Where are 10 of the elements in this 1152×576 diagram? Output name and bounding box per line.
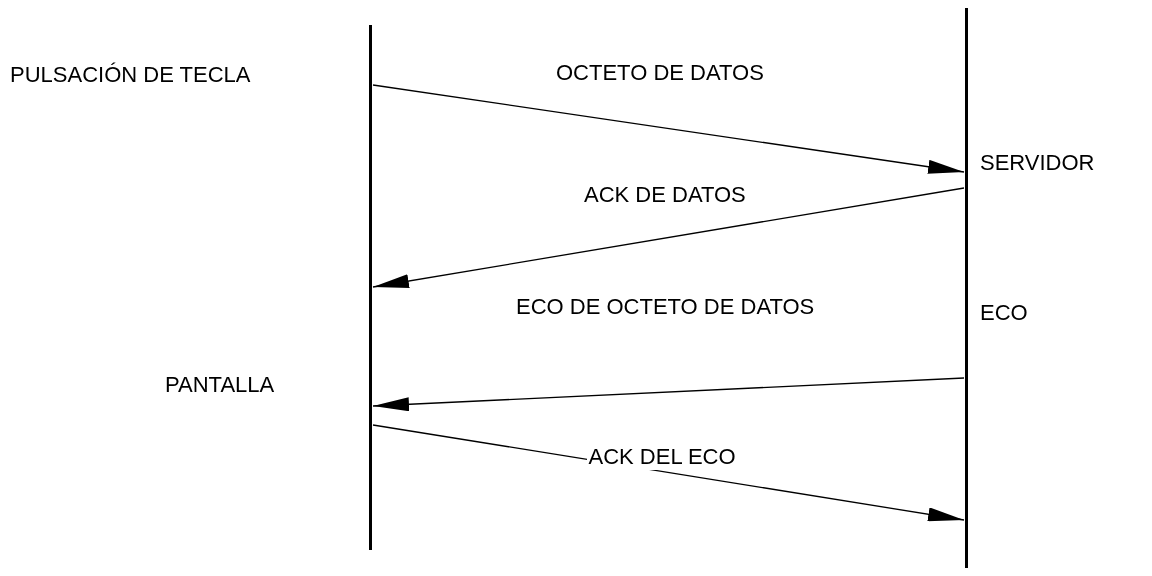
arrow — [372, 84, 965, 174]
event-label: ECO — [980, 300, 1028, 326]
arrow — [372, 187, 965, 288]
event-label: PANTALLA — [165, 372, 275, 398]
arrow — [372, 424, 965, 522]
lifeline — [369, 25, 372, 550]
event-label: PULSACIÓN DE TECLA — [10, 62, 251, 88]
event-label: SERVIDOR — [980, 150, 1095, 176]
lifeline — [965, 8, 968, 568]
arrow — [372, 377, 965, 412]
